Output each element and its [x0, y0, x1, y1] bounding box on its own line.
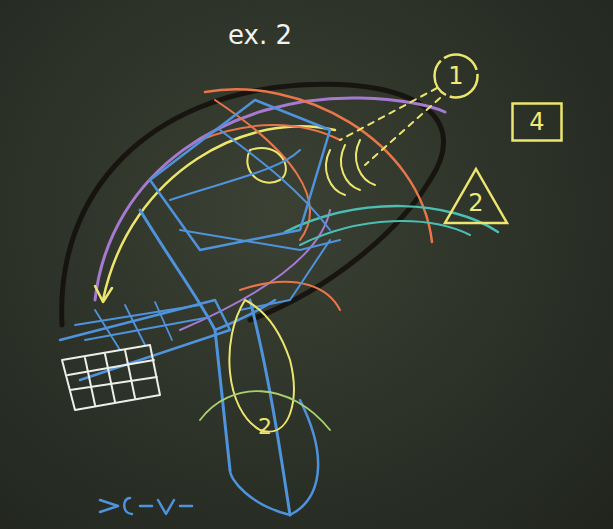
exercise-label: ex. 2 — [228, 22, 292, 48]
callout-number: 2 — [258, 416, 272, 438]
node-text: 4 — [529, 110, 544, 134]
circle-node: 1 — [433, 53, 479, 99]
triangle-node: 2 — [443, 167, 509, 225]
square-node: 4 — [511, 102, 563, 142]
node-text: 1 — [448, 64, 463, 88]
node-text: 2 — [468, 191, 483, 215]
